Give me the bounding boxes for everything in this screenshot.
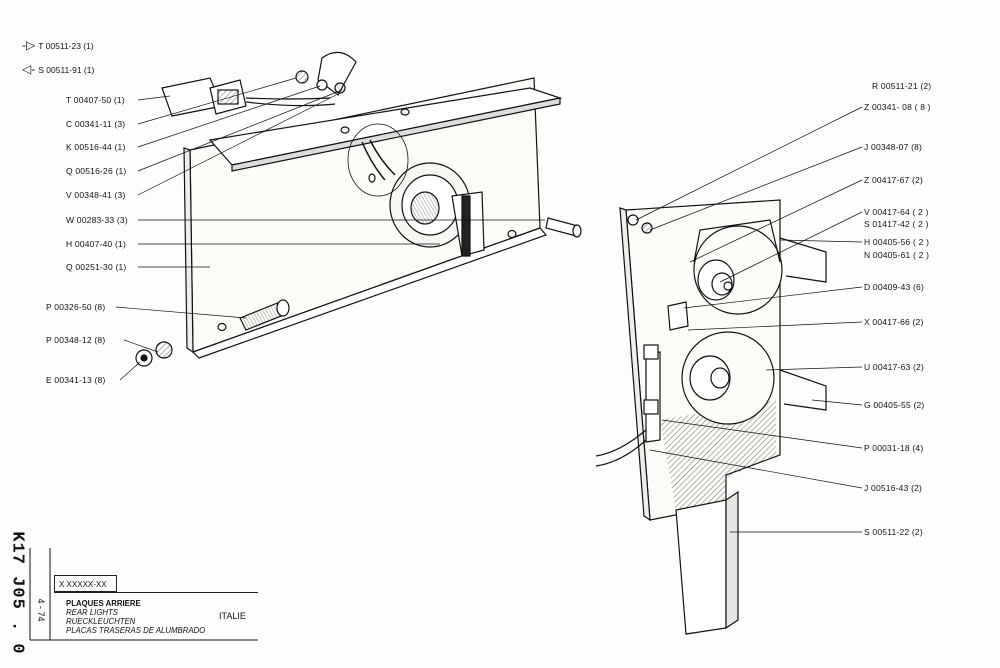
part-label: Z 00417-67 (2) — [864, 175, 924, 185]
legend-item-arrow-left: ◁-S 00511-91 (1) — [22, 62, 95, 76]
reference-box: X XXXXX-XX — [54, 575, 117, 592]
title-block: PLAQUES ARRIERE REAR LIGHTS RUECKLEUCHTE… — [54, 592, 258, 639]
part-label: H 00407-40 (1) — [66, 239, 126, 249]
part-label: V 00417-64 ( 2 ) — [864, 207, 929, 217]
left-leader-lines — [115, 77, 545, 381]
part-label: Q 00251-30 (1) — [66, 262, 127, 272]
part-label: V 00348-41 (3) — [66, 190, 126, 200]
part-label: E 00341-13 (8) — [46, 375, 106, 385]
right-light-assembly — [595, 199, 827, 635]
part-label: T 00407-50 (1) — [66, 95, 125, 105]
title-block-frame — [29, 548, 258, 641]
title-english: REAR LIGHTS — [66, 608, 118, 617]
part-label: P 00326-50 (8) — [46, 302, 106, 312]
part-label: P 00031-18 (4) — [864, 443, 924, 453]
part-label: R 00511-21 (2) — [872, 81, 932, 91]
part-label: J 00516-43 (2) — [864, 483, 923, 493]
title-french: PLAQUES ARRIERE — [66, 599, 141, 608]
part-label: D 00409-43 (6) — [864, 282, 924, 292]
part-label: N 00405-61 ( 2 ) — [864, 250, 930, 260]
title-german: RUECKLEUCHTEN — [66, 617, 136, 626]
part-label: S 00511-22 (2) — [864, 527, 923, 537]
title-spanish: PLACAS TRASERAS DE ALUMBRADO — [66, 626, 206, 635]
part-label: S 01417-42 ( 2 ) — [864, 219, 929, 229]
arrow-right-icon: -▷ — [22, 38, 36, 52]
part-label: U 00417-63 (2) — [864, 362, 924, 372]
drawing-code: K17 J05 . 0 — [7, 531, 27, 655]
part-label: P 00348-12 (8) — [46, 335, 106, 345]
arrow-left-icon: ◁- — [22, 62, 36, 76]
legend-item-arrow-right: -▷T 00511-23 (1) — [22, 38, 94, 52]
part-label: K 00516-44 (1) — [66, 142, 126, 152]
right-leader-lines — [635, 106, 863, 533]
part-label: Z 00341- 08 ( 8 ) — [864, 102, 931, 112]
part-label: J 00348-07 (8) — [864, 142, 923, 152]
country-label: ITALIE — [219, 611, 246, 621]
part-label: C 00341-11 (3) — [66, 119, 126, 129]
part-label: X 00417-66 (2) — [864, 317, 924, 327]
part-label: Q 00516-26 (1) — [66, 166, 127, 176]
drawing-date: 4 - 74 — [36, 598, 46, 622]
part-label: G 00405-55 (2) — [864, 400, 925, 410]
left-plate-assembly — [135, 51, 582, 367]
part-label: W 00283-33 (3) — [66, 215, 128, 225]
part-label: H 00405-56 ( 2 ) — [864, 237, 930, 247]
